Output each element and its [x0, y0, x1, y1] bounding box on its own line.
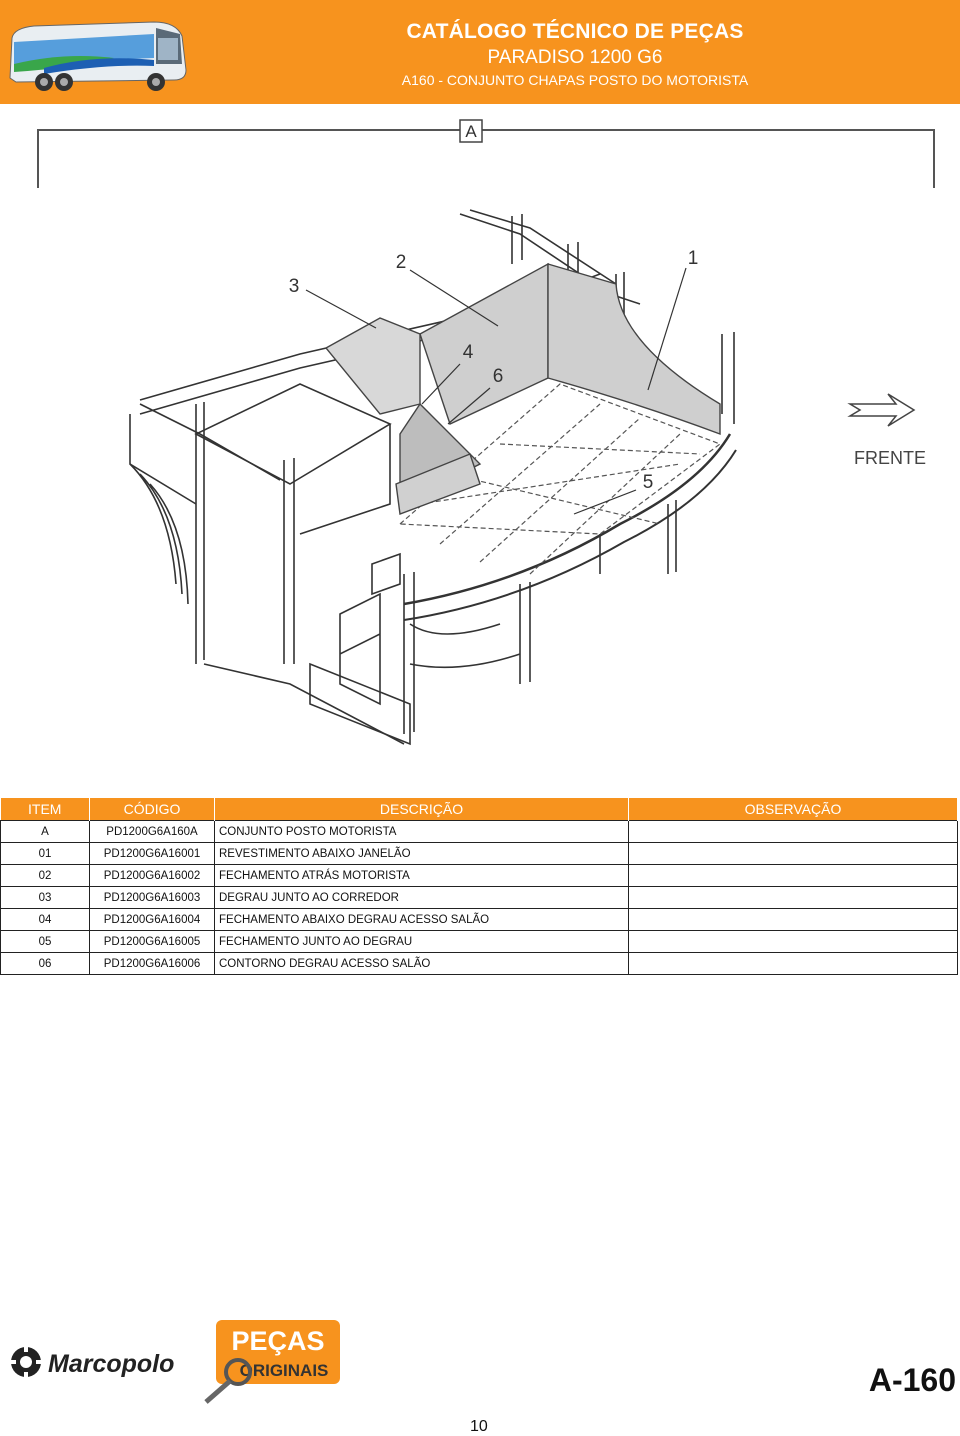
callout-leaders	[305, 267, 687, 515]
col-code-header: CÓDIGO	[89, 798, 215, 821]
table-row: 04 PD1200G6A16004 FECHAMENTO ABAIXO DEGR…	[0, 908, 958, 931]
cell-desc: CONJUNTO POSTO MOTORISTA	[214, 820, 629, 843]
front-arrow-icon	[847, 393, 916, 427]
marcopolo-emblem-icon	[8, 1344, 44, 1380]
catalog-title: CATÁLOGO TÉCNICO DE PEÇAS	[406, 20, 744, 43]
cell-desc: FECHAMENTO ABAIXO DEGRAU ACESSO SALÃO	[214, 908, 629, 931]
cell-desc: FECHAMENTO ATRÁS MOTORISTA	[214, 864, 629, 887]
floor-grid	[398, 383, 722, 575]
cell-obs	[628, 864, 958, 887]
cell-code: PD1200G6A160A	[89, 820, 215, 843]
table-row: 05 PD1200G6A16005 FECHAMENTO JUNTO AO DE…	[0, 930, 958, 953]
table-row: A PD1200G6A160A CONJUNTO POSTO MOTORISTA	[0, 820, 958, 843]
callout-2: 2	[396, 252, 407, 273]
cell-obs	[628, 820, 958, 843]
col-desc-header: DESCRIÇÃO	[214, 798, 629, 821]
technical-drawing: A FRENTE	[37, 119, 935, 746]
cell-obs	[628, 952, 958, 975]
page-number: 10	[470, 1418, 488, 1435]
cell-item: 03	[0, 886, 90, 909]
callout-4: 4	[463, 342, 474, 363]
cell-code: PD1200G6A16001	[89, 842, 215, 865]
view-label-box	[459, 119, 483, 143]
cell-desc: REVESTIMENTO ABAIXO JANELÃO	[214, 842, 629, 865]
cell-code: PD1200G6A16003	[89, 886, 215, 909]
cell-code: PD1200G6A16002	[89, 864, 215, 887]
pecas-originais-logo: PEÇAS ORIGINAIS	[204, 1320, 340, 1404]
model-name: PARADISO 1200 G6	[487, 47, 663, 68]
table-row: 06 PD1200G6A16006 CONTORNO DEGRAU ACESSO…	[0, 952, 958, 975]
table-row: 03 PD1200G6A16003 DEGRAU JUNTO AO CORRED…	[0, 886, 958, 909]
callout-1: 1	[688, 248, 699, 269]
cell-desc: DEGRAU JUNTO AO CORREDOR	[214, 886, 629, 909]
page-code: A-160	[868, 1362, 956, 1398]
cell-obs	[628, 908, 958, 931]
panels	[324, 262, 721, 515]
badge-line1: PEÇAS	[231, 1326, 324, 1356]
callout-6: 6	[493, 366, 504, 387]
cell-item: A	[0, 820, 90, 843]
catalog-header: CATÁLOGO TÉCNICO DE PEÇAS PARADISO 1200 …	[0, 0, 960, 104]
badge-line2: ORIGINAIS	[240, 1361, 329, 1380]
cell-desc: FECHAMENTO JUNTO AO DEGRAU	[214, 930, 629, 953]
cell-item: 02	[0, 864, 90, 887]
cell-item: 04	[0, 908, 90, 931]
cell-obs	[628, 886, 958, 909]
brand-name: Marcopolo	[48, 1350, 174, 1378]
cell-obs	[628, 930, 958, 953]
cell-code: PD1200G6A16004	[89, 908, 215, 931]
cell-code: PD1200G6A16006	[89, 952, 215, 975]
col-obs-header: OBSERVAÇÃO	[628, 798, 958, 821]
cell-desc: CONTORNO DEGRAU ACESSO SALÃO	[214, 952, 629, 975]
marcopolo-logo: Marcopolo	[8, 1344, 174, 1380]
section-title: A160 - CONJUNTO CHAPAS POSTO DO MOTORIST…	[401, 72, 749, 88]
table-row: 02 PD1200G6A16002 FECHAMENTO ATRÁS MOTOR…	[0, 864, 958, 887]
table-header-row: ITEM CÓDIGO DESCRIÇÃO OBSERVAÇÃO	[0, 798, 958, 821]
bus-illustration	[9, 21, 187, 91]
front-label: FRENTE	[854, 448, 926, 468]
view-label: A	[465, 122, 477, 141]
view-bracket	[37, 129, 935, 188]
callout-3: 3	[289, 276, 300, 297]
col-item-header: ITEM	[0, 798, 90, 821]
cell-item: 01	[0, 842, 90, 865]
magnifier-icon	[204, 1358, 252, 1404]
chassis-frame	[129, 209, 737, 746]
parts-table: ITEM CÓDIGO DESCRIÇÃO OBSERVAÇÃO A PD120…	[0, 798, 958, 975]
cell-obs	[628, 842, 958, 865]
cell-code: PD1200G6A16005	[89, 930, 215, 953]
cell-item: 06	[0, 952, 90, 975]
callout-5: 5	[643, 472, 654, 493]
cell-item: 05	[0, 930, 90, 953]
table-row: 01 PD1200G6A16001 REVESTIMENTO ABAIXO JA…	[0, 842, 958, 865]
